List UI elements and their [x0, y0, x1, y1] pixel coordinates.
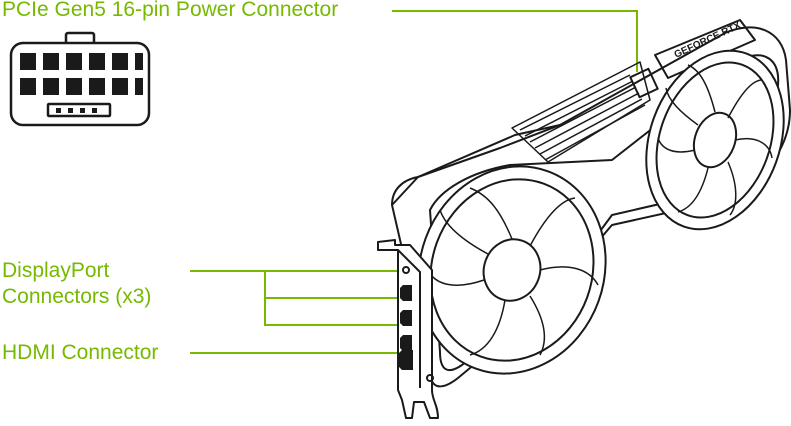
hdmi-port-icon: [399, 350, 413, 370]
power-connector-port-icon: [629, 67, 659, 99]
graphics-card-illustration: GEFORCE RTX: [377, 19, 791, 419]
fan-right-icon: [645, 49, 785, 231]
io-bracket-icon: [377, 239, 439, 419]
power-connector-leader: [392, 10, 638, 72]
callout-lines: [190, 10, 638, 354]
power-connector-label: PCIe Gen5 16-pin Power Connector: [2, 0, 339, 21]
power-connector-pinout-icon: [9, 31, 151, 127]
displayport-label-line2: Connectors (x3): [2, 285, 152, 308]
displayport-leader: [190, 270, 402, 326]
hdmi-connector-label: HDMI Connector: [2, 341, 159, 364]
fan-left-icon: [417, 165, 607, 375]
displayport-label-line1: DisplayPort: [2, 259, 110, 282]
displayport-port-icon: [400, 285, 412, 351]
displayport-connectors-label: DisplayPort Connectors (x3): [2, 258, 151, 310]
top-vent-icon: [511, 61, 651, 163]
